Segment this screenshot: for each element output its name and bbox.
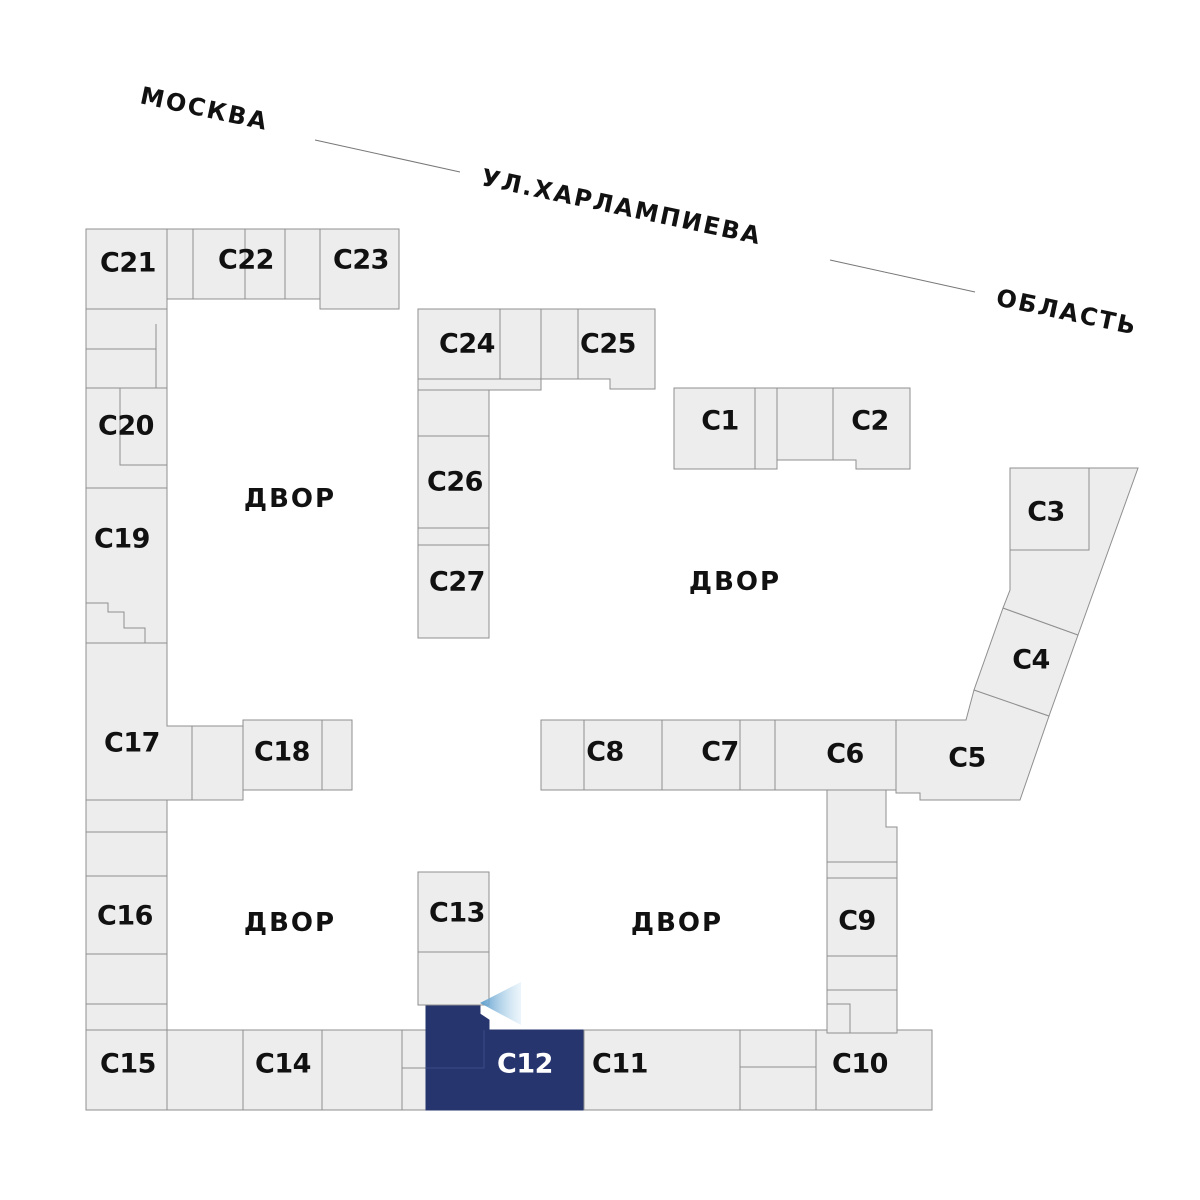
section-c16[interactable]: С16 bbox=[85, 799, 168, 1031]
section-label-c25: С25 bbox=[580, 329, 636, 360]
street-label-moscow: МОСКВА bbox=[138, 81, 271, 135]
section-label-c17: С17 bbox=[104, 728, 160, 759]
section-label-c15: С15 bbox=[100, 1049, 156, 1080]
section-c21[interactable]: С21 bbox=[85, 228, 168, 310]
section-label-c20: С20 bbox=[98, 411, 154, 442]
street-label-name: УЛ.ХАРЛАМПИЕВА bbox=[479, 163, 765, 250]
section-label-c24: С24 bbox=[439, 329, 495, 360]
section-label-c11: С11 bbox=[592, 1049, 648, 1080]
section-c24[interactable]: С24 bbox=[417, 308, 542, 391]
yard-label-bottom-right: ДВОР bbox=[631, 908, 723, 938]
yard-label-bottom-left: ДВОР bbox=[244, 908, 336, 938]
street-line-2 bbox=[829, 259, 976, 293]
section-c25[interactable]: С25 bbox=[540, 308, 656, 390]
section-c19[interactable]: С19 bbox=[85, 487, 168, 644]
section-label-c4: С4 bbox=[1012, 645, 1050, 676]
street-line-1 bbox=[314, 139, 461, 173]
section-label-c14: С14 bbox=[255, 1049, 311, 1080]
section-label-c2: С2 bbox=[851, 406, 889, 437]
section-label-c9: С9 bbox=[838, 906, 876, 937]
section-label-c27: С27 bbox=[429, 567, 485, 598]
yard-label-top-left: ДВОР bbox=[244, 484, 336, 514]
section-c14-ext[interactable] bbox=[321, 1029, 427, 1111]
section-c11[interactable]: С11 bbox=[583, 1029, 741, 1111]
section-c26[interactable]: С26 bbox=[417, 389, 490, 529]
section-c12-selected[interactable]: С12 bbox=[425, 1005, 585, 1111]
section-c23[interactable]: С23 bbox=[284, 228, 400, 310]
section-label-c6: С6 bbox=[826, 739, 864, 770]
section-label-c16: С16 bbox=[97, 901, 153, 932]
view-direction-marker bbox=[480, 982, 521, 1025]
section-c3[interactable]: С3 bbox=[1002, 467, 1139, 636]
section-c5[interactable]: С5 bbox=[895, 689, 1050, 801]
section-c6[interactable]: С6 bbox=[774, 719, 897, 791]
section-c7[interactable]: С7 bbox=[661, 719, 776, 791]
section-label-c10: С10 bbox=[832, 1049, 888, 1080]
section-c2[interactable]: С2 bbox=[776, 387, 911, 470]
section-label-c23: С23 bbox=[333, 245, 389, 276]
section-c9[interactable]: С9 bbox=[826, 789, 898, 1034]
section-c18[interactable]: С18 bbox=[242, 719, 353, 791]
section-label-c5: С5 bbox=[948, 743, 986, 774]
section-c17[interactable]: С17 bbox=[85, 642, 244, 801]
section-label-c22: С22 bbox=[218, 245, 274, 276]
section-label-c12: С12 bbox=[497, 1049, 553, 1080]
yard-label-top-right: ДВОР bbox=[689, 567, 781, 597]
section-label-c18: С18 bbox=[254, 737, 310, 768]
section-label-c1: С1 bbox=[701, 406, 739, 437]
section-label-c3: С3 bbox=[1027, 497, 1065, 528]
section-c15[interactable]: С15 bbox=[85, 1029, 168, 1111]
section-c4[interactable]: С4 bbox=[973, 607, 1079, 717]
section-label-c8: С8 bbox=[586, 737, 624, 768]
section-c14[interactable]: С14 bbox=[166, 1029, 323, 1111]
section-c1[interactable]: С1 bbox=[673, 387, 778, 470]
section-label-c21: С21 bbox=[100, 248, 156, 279]
section-c22[interactable]: С22 bbox=[166, 228, 286, 300]
section-label-c26: С26 bbox=[427, 467, 483, 498]
section-label-c7: С7 bbox=[701, 737, 739, 768]
section-c10[interactable]: С10 bbox=[815, 1029, 933, 1111]
section-c11-ext[interactable] bbox=[739, 1029, 817, 1111]
section-label-c19: С19 bbox=[94, 524, 150, 555]
street-label-region: ОБЛАСТЬ bbox=[994, 283, 1140, 340]
section-label-c13: С13 bbox=[429, 898, 485, 929]
section-c13[interactable]: С13 bbox=[417, 871, 490, 1006]
section-c20[interactable]: С20 bbox=[85, 308, 168, 489]
section-c27[interactable]: С27 bbox=[417, 527, 490, 639]
section-c8[interactable]: С8 bbox=[540, 719, 663, 791]
